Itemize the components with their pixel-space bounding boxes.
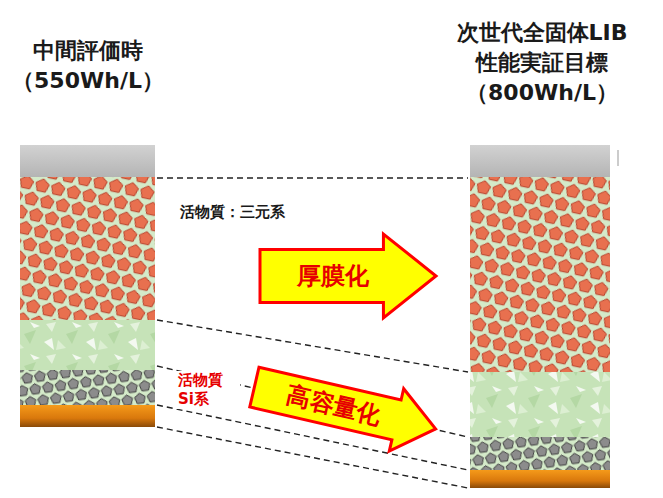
material-label: 活物質：三元系 (178, 203, 287, 222)
arrow-outline (247, 356, 443, 460)
current-cell (20, 145, 155, 427)
target-cell (470, 145, 618, 488)
guide-line (157, 178, 468, 488)
cell-heading: 中間評価時 （550Wh/L） (2, 36, 174, 96)
current-cell-node: 中間評価時 （550Wh/L） (2, 36, 174, 431)
arrow-label: 厚膜化 (258, 260, 408, 292)
block-arrow: 厚膜化 (258, 232, 438, 320)
arrow-label: 高容量化 (249, 371, 419, 440)
block-arrow: 高容量化 (245, 354, 445, 463)
cell-heading: 次世代全固体LIB 性能実証目標 （800Wh/L） (424, 18, 660, 108)
target-cell-node: 次世代全固体LIB 性能実証目標 （800Wh/L） (424, 18, 660, 488)
material-label: 活物質 Si系 (176, 371, 240, 409)
